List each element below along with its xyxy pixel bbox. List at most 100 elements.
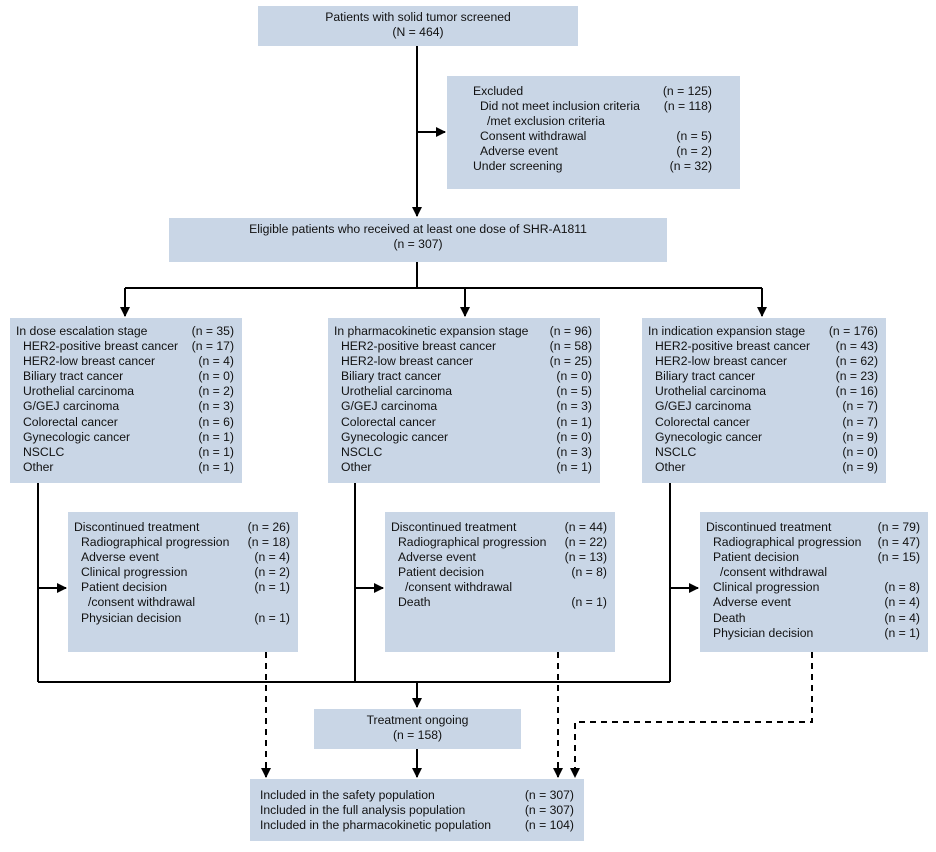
row-label: HER2-low breast cancer	[655, 354, 788, 369]
row-label: Biliary tract cancer	[23, 369, 124, 384]
row-count: (n = 1)	[198, 429, 234, 444]
eligible-title: Eligible patients who received at least …	[249, 222, 587, 236]
row-count: (n = 1)	[254, 580, 290, 595]
row-label: In dose escalation stage	[16, 324, 148, 338]
row-count: (n = 13)	[564, 550, 607, 565]
list-row: Gynecologic cancer(n = 9)	[648, 430, 878, 445]
list-row: Patient decision (n = 1)	[74, 580, 290, 595]
eligible-count: (n = 307)	[393, 237, 443, 252]
list-row: G/GEJ carcinoma (n = 7)	[648, 399, 878, 414]
row-count: (n = 3)	[556, 444, 592, 459]
row-label: Urothelial carcinoma	[655, 384, 767, 399]
row-count: (n = 17)	[191, 339, 234, 354]
list-row: Colorectal cancer(n = 1)	[334, 415, 592, 430]
row-label: Adverse event	[480, 144, 558, 159]
row-count: (n = 2)	[676, 144, 712, 159]
row-count: (n = 1)	[556, 459, 592, 474]
row-count: (n = 58)	[549, 339, 592, 354]
dashed-arrow-disc3-to-population	[570, 652, 813, 778]
row-label: NSCLC	[23, 444, 65, 459]
list-row: Patient decision (n = 15)	[706, 550, 920, 565]
list-row: In indication expansion stage(n = 176)	[648, 324, 878, 339]
list-row: Included in the safety population(n = 30…	[260, 788, 574, 803]
row-count: (n = 5)	[556, 384, 592, 399]
discontinued-box-dose-escalation: Discontinued treatment(n = 26)Radiograph…	[68, 512, 298, 652]
row-count: (n = 1)	[571, 595, 607, 610]
row-label: Death	[713, 610, 746, 625]
list-row: Death (n = 4)	[706, 611, 920, 626]
stage-box-dose-escalation: In dose escalation stage(n = 35)HER2-pos…	[10, 318, 242, 483]
row-label: Physician decision	[713, 625, 814, 640]
list-row: Under screening(n = 32)	[473, 159, 712, 174]
row-label: HER2-positive breast cancer	[23, 339, 179, 354]
row-count: (n = 16)	[835, 384, 878, 399]
row-label: /consent withdrawal	[405, 580, 513, 595]
list-row: HER2-positive breast cancer(n = 43)	[648, 339, 878, 354]
row-label: Urothelial carcinoma	[23, 384, 135, 399]
list-row: HER2-positive breast cancer (n = 17)	[16, 339, 234, 354]
list-row: Radiographical progression(n = 22)	[391, 535, 607, 550]
list-row: Colorectal cancer(n = 6)	[16, 415, 234, 430]
list-row: Excluded(n = 125)	[473, 84, 712, 99]
row-label: In pharmacokinetic expansion stage	[334, 324, 529, 338]
row-count: (n = 4)	[884, 610, 920, 625]
list-row: NSCLC (n = 1)	[16, 445, 234, 460]
row-label: Patient decision	[713, 550, 800, 565]
row-label: Adverse event	[713, 595, 791, 610]
row-count: (n = 0)	[556, 369, 592, 384]
row-label: Physician decision	[81, 610, 182, 625]
row-label: Other	[23, 459, 54, 474]
row-label: Radiographical progression	[398, 535, 547, 550]
row-label: Included in the full analysis population	[260, 803, 466, 818]
list-row: Did not meet inclusion criteria(n = 118)	[473, 99, 712, 114]
row-label: G/GEJ carcinoma	[655, 399, 752, 414]
row-count: (n = 125)	[662, 84, 712, 98]
list-row: Death (n = 1)	[391, 595, 607, 610]
row-label: In indication expansion stage	[648, 324, 806, 338]
list-row: Adverse event(n = 4)	[74, 550, 290, 565]
list-row: In pharmacokinetic expansion stage(n = 9…	[334, 324, 592, 339]
eligible-box: Eligible patients who received at least …	[169, 218, 667, 262]
row-label: HER2-low breast cancer	[341, 354, 474, 369]
list-row: HER2-low breast cancer(n = 62)	[648, 354, 878, 369]
row-count: (n = 3)	[556, 399, 592, 414]
row-count: (n = 118)	[663, 99, 712, 114]
row-label: Death	[398, 595, 431, 610]
row-count: (n = 5)	[676, 129, 712, 144]
list-row: Discontinued treatment(n = 44)	[391, 520, 607, 535]
list-row: Other(n = 1)	[334, 460, 592, 475]
screened-box: Patients with solid tumor screened (N = …	[258, 6, 578, 46]
row-label: HER2-low breast cancer	[23, 354, 156, 369]
list-row: NSCLC (n = 3)	[334, 445, 592, 460]
row-count: (n = 23)	[835, 369, 878, 384]
row-label: HER2-positive breast cancer	[341, 339, 497, 354]
row-count: (n = 35)	[191, 324, 234, 338]
discontinued-box-indication: Discontinued treatment(n = 79)Radiograph…	[700, 512, 928, 652]
list-row: Consent withdrawal(n = 5)	[473, 129, 712, 144]
row-label: G/GEJ carcinoma	[341, 399, 438, 414]
list-row: /consent withdrawal	[391, 580, 607, 595]
row-label: NSCLC	[341, 444, 383, 459]
row-count: (n = 25)	[549, 354, 592, 369]
row-label: Biliary tract cancer	[655, 369, 756, 384]
row-count: (n = 1)	[198, 459, 234, 474]
row-count: (n = 7)	[842, 414, 878, 429]
list-row: G/GEJ carcinoma (n = 3)	[334, 399, 592, 414]
list-row: Adverse event(n = 4)	[706, 595, 920, 610]
list-row: Radiographical progression(n = 18)	[74, 535, 290, 550]
row-label: Patient decision	[81, 580, 168, 595]
row-count: (n = 307)	[524, 803, 574, 818]
row-label: Colorectal cancer	[23, 414, 118, 429]
row-count: (n = 7)	[842, 399, 878, 414]
list-row: Other (n = 1)	[16, 460, 234, 475]
row-count: (n = 2)	[254, 565, 290, 580]
row-label: /consent withdrawal	[88, 595, 196, 610]
row-count: (n = 15)	[877, 550, 920, 565]
row-label: Gynecologic cancer	[23, 429, 131, 444]
row-count: (n = 1)	[198, 444, 234, 459]
row-count: (n = 9)	[842, 459, 878, 474]
row-count: (n = 1)	[556, 414, 592, 429]
list-row: Included in the full analysis population…	[260, 803, 574, 818]
row-label: Discontinued treatment	[706, 520, 832, 534]
row-label: /consent withdrawal	[720, 565, 828, 580]
